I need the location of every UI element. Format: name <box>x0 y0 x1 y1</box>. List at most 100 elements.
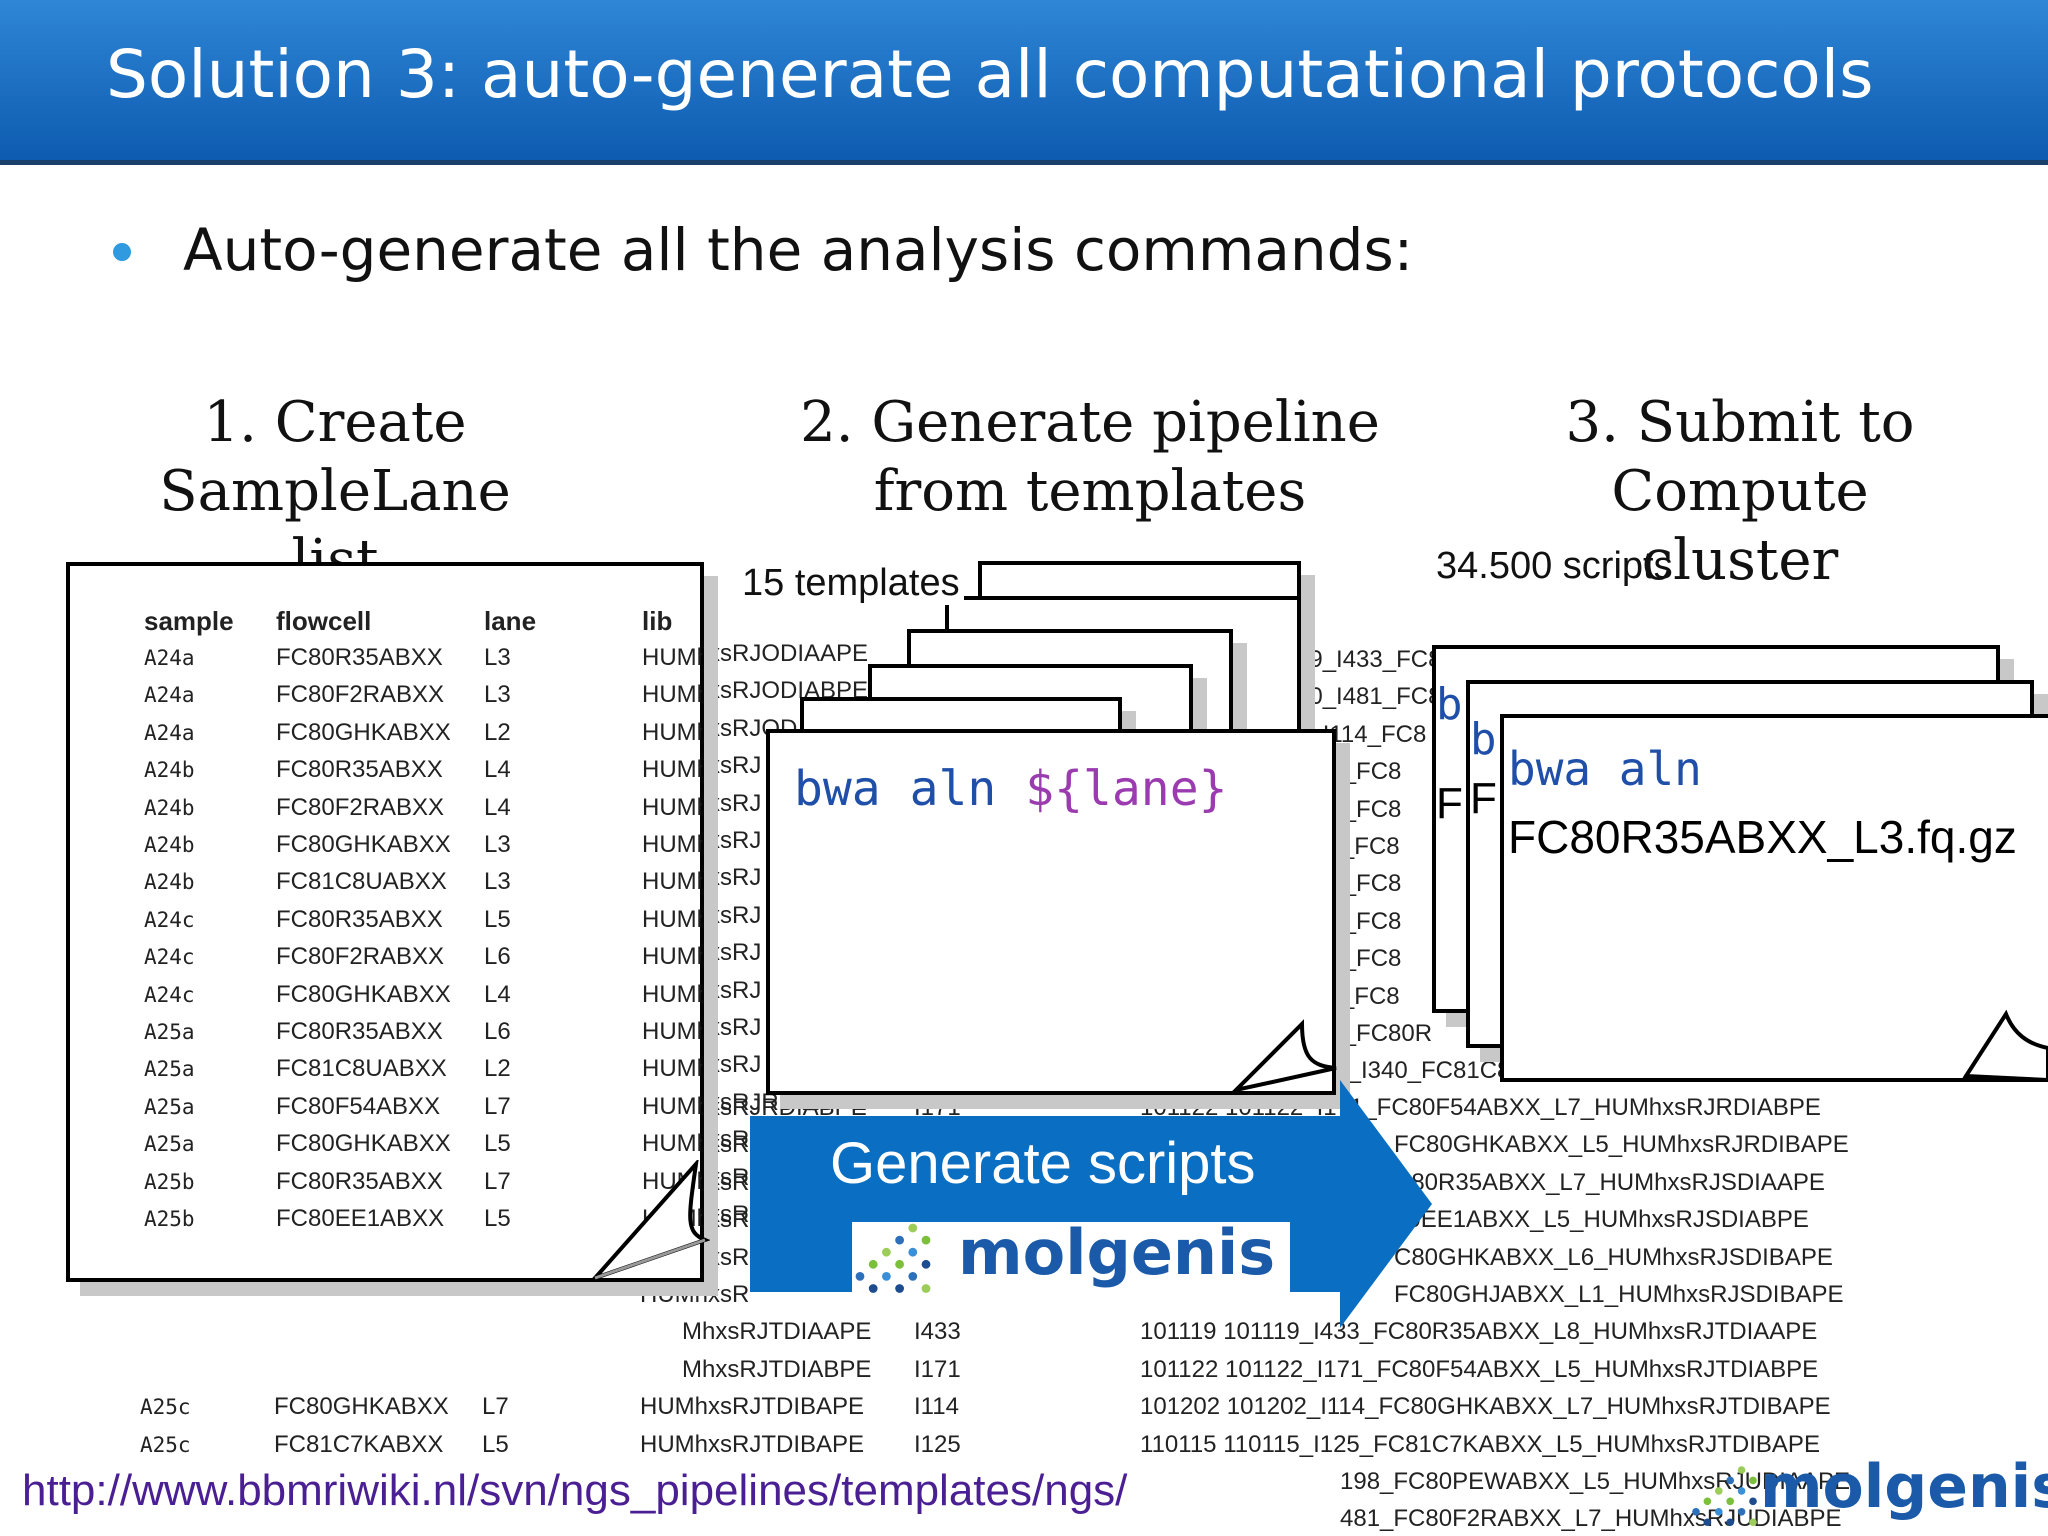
table-cell-sample: A25a <box>144 1132 195 1157</box>
table-cell-lib: HUMhxsRJODIAAPE <box>640 640 869 667</box>
table-cell-lib: HUMhxsRJ <box>642 1055 702 1083</box>
table-cell-lib: HUMhxsRJ <box>700 1014 761 1042</box>
table-cell-sample: A25a <box>144 1020 195 1044</box>
table-cell-lib: HUMhxsRJ <box>700 790 761 818</box>
table-cell-flowcell: FC80GHKABXX <box>274 1393 449 1421</box>
molgenis-logo: molgenis <box>852 1216 1290 1298</box>
table-cell-lib: HUMhxsRJRDIABPE <box>642 1092 702 1120</box>
table-cell-lane: L3 <box>484 681 511 709</box>
script-page-fragment: F <box>1470 774 1497 823</box>
table-cell-lane: L3 <box>484 831 511 858</box>
molgenis-dots-icon <box>855 1223 931 1293</box>
table-cell-id: FC80GHKABXX_L5_HUMhxsRJRDIBAPE <box>1394 1131 1849 1159</box>
table-cell-id: 101202 101202_I114_FC80GHKABXX_L7_HUMhxs… <box>1140 1393 1831 1421</box>
corner-molgenis-logo: molgenis <box>1690 1452 2048 1536</box>
table-cell-flowcell: FC80F2RABXX <box>276 681 445 709</box>
templates-count: 15 templates <box>742 562 964 605</box>
table-cell-lib: HUMhxsR <box>700 1164 749 1192</box>
logo-dot <box>1692 1508 1700 1516</box>
table-cell-lib: HUMhxsR <box>642 1130 702 1158</box>
table-cell-lane: L3 <box>484 644 511 671</box>
logo-dot <box>1726 1497 1734 1506</box>
table-cell-flowcell: FC81C8UABXX <box>276 1055 447 1083</box>
script-command: bwa aln <box>1508 742 1702 796</box>
table-cell-flowcell: FC80F2RABXX <box>276 943 445 971</box>
table-cell-id: 110115 110115_I125_FC81C7KABXX_L5_HUMhxs… <box>1140 1430 1820 1458</box>
logo-dot <box>1749 1497 1757 1506</box>
table-fragment: 19_I433_FC8 <box>1296 646 1442 673</box>
step-1-heading: 1. Create SampleLane list <box>159 390 511 593</box>
logo-dot <box>1703 1518 1712 1527</box>
slide-title: Solution 3: auto-generate all computatio… <box>106 36 1874 113</box>
table-cell-sample: A25c <box>140 1395 191 1420</box>
table-cell-lane: L4 <box>484 756 511 784</box>
table-cell-sample: A24c <box>144 945 195 970</box>
table-cell-sample: A25c <box>140 1432 191 1457</box>
logo-dot <box>868 1259 878 1269</box>
table-cell-sample: A25a <box>144 1094 195 1119</box>
logo-dot <box>1726 1476 1734 1485</box>
table-cell-lib: HUMhxsRJ <box>642 943 702 971</box>
table-cell-flowcell: FC80EE1ABXX <box>276 1205 445 1232</box>
table-cell-lib: HUMhxsRJODIABPE <box>642 681 702 709</box>
table-cell-lane: L2 <box>484 1055 511 1083</box>
logo-dot <box>1737 1487 1746 1495</box>
table-cell-flowcell: FC80GHKABXX <box>276 831 451 858</box>
logo-dot <box>1749 1518 1757 1527</box>
table-cell-lib: HUMhxsRJ <box>642 868 702 896</box>
page-curl-icon <box>590 1160 710 1282</box>
table-cell-id: 101122 101122_I171_FC80F54ABXX_L5_HUMhxs… <box>1140 1355 1819 1383</box>
table-cell-sample: A24a <box>144 683 195 708</box>
logo-dot <box>1715 1508 1723 1516</box>
table-cell-lane: L6 <box>484 943 511 971</box>
logo-dot <box>895 1284 904 1293</box>
table-cell-flowcell: FC81C7KABXX <box>274 1430 444 1458</box>
table-cell-lib: HUMhxsRJ <box>642 905 702 933</box>
table-cell-flowcell: FC80GHKABXX <box>276 980 451 1008</box>
table-cell-flowcell: FC80R35ABXX <box>276 1018 443 1045</box>
template-code-command: bwa aln <box>794 761 997 817</box>
table-cell-lib: HUMhxsRJ <box>642 1018 702 1045</box>
slide-header <box>0 0 2048 165</box>
logo-dot <box>855 1272 865 1281</box>
generate-arrow <box>750 1080 1432 1328</box>
table-cell-id: 101119 101119_I433_FC80R35ABXX_L8_HUMhxs… <box>1140 1318 1818 1346</box>
scripts-count: 34.500 scripts <box>1436 545 1673 587</box>
table-cell-lane: L5 <box>484 1205 511 1232</box>
logo-dot <box>908 1247 918 1257</box>
table-cell-sample: A24a <box>144 646 195 670</box>
table-cell-lib: HUMhxsRJ <box>642 756 702 784</box>
table-cell-sample: A24c <box>144 982 195 1007</box>
logo-dot <box>908 1223 918 1233</box>
table-cell-id: 80EE1ABXX_L5_HUMhxsRJSDIABPE <box>1394 1206 1809 1234</box>
logo-dot <box>1737 1508 1746 1516</box>
table-cell-lane: L5 <box>482 1430 509 1458</box>
header-sample: sample <box>144 606 234 636</box>
table-cell-lib: HUMhxsRJ <box>642 980 702 1008</box>
table-cell-ma: I125 <box>914 1430 961 1458</box>
table-cell-lane: L4 <box>484 980 511 1008</box>
script-file: FC80R35ABXX_L3.fq.gz <box>1508 811 2017 863</box>
step-2-heading: 2. Generate pipeline from templates <box>800 390 1380 524</box>
table-cell-sample: A24b <box>144 758 195 783</box>
table-cell-lib: HUMhxsRJ <box>700 752 761 780</box>
table-fragment: 481_FC80F2RABXX_L7_HUMhxsRJUDIABPE <box>1340 1505 1842 1532</box>
table-cell-id: FC80GHJABXX_L1_HUMhxsRJSDIBAPE <box>1394 1281 1844 1308</box>
table-cell-sample: A25b <box>144 1169 195 1194</box>
corner-molgenis-wordmark: molgenis <box>1760 1452 2048 1522</box>
template-code: bwa aln ${lane} <box>794 761 1227 817</box>
table-cell-flowcell: FC80R35ABXX <box>276 756 443 784</box>
table-cell-lane: L7 <box>484 1167 511 1195</box>
table-cell-lib: MhxsRJTDIABPE <box>682 1355 872 1383</box>
table-cell-lane: L5 <box>484 905 511 933</box>
table-cell-ma: I171 <box>914 1355 961 1383</box>
table-cell-lane: L6 <box>484 1018 511 1045</box>
logo-dot <box>895 1259 904 1269</box>
table-cell-lane: L5 <box>484 1130 511 1158</box>
templates-url-link[interactable]: http://www.bbmriwiki.nl/svn/ngs_pipeline… <box>22 1466 1128 1515</box>
logo-dot <box>895 1235 904 1245</box>
table-cell-lane: L2 <box>484 718 511 746</box>
table-cell-flowcell: FC80F2RABXX <box>276 793 445 821</box>
logo-dot <box>1703 1497 1712 1506</box>
